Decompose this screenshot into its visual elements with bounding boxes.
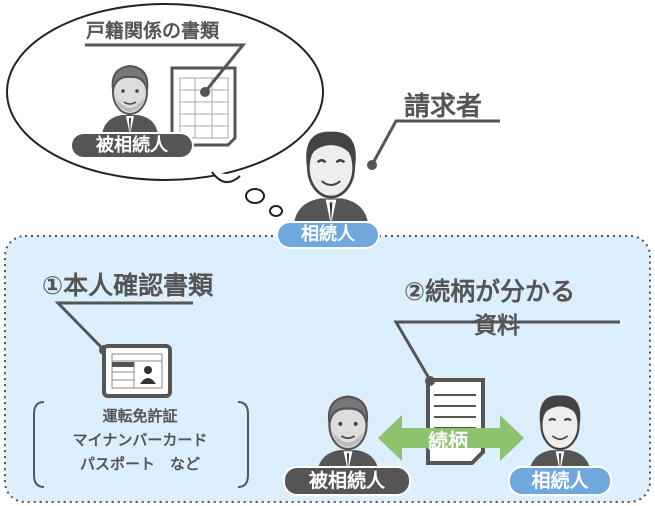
requester-person-icon xyxy=(292,130,370,225)
relation-arrow xyxy=(378,415,524,461)
doc-callout-line xyxy=(85,43,247,93)
id-callout-line xyxy=(54,301,193,352)
example-passport: パスポート など xyxy=(79,455,200,473)
relation-doc-callout-line xyxy=(393,320,620,381)
example-drivers-license: 運転免許証 xyxy=(102,407,178,425)
deceased-label-pill-2: 被相続人 xyxy=(283,466,411,496)
requester-role-pill: 相続人 xyxy=(276,221,380,249)
relation-docs-title-line2: 資料 xyxy=(474,313,520,339)
deceased-label-pill: 被相続人 xyxy=(70,132,194,159)
example-my-number-card: マイナンバーカード xyxy=(72,431,208,449)
id-card-icon xyxy=(102,344,172,398)
id-docs-title: ①本人確認書類 xyxy=(42,271,214,300)
left-bracket xyxy=(33,401,45,488)
requester-callout-line xyxy=(370,119,500,166)
id-doc-examples: 運転免許証 マイナンバーカード パスポート など xyxy=(40,404,240,476)
right-bracket xyxy=(237,401,249,488)
heir-label-pill: 相続人 xyxy=(508,466,612,496)
relation-docs-title-line1: ②続柄が分かる xyxy=(404,277,576,306)
relation-arrow-label: 続柄 xyxy=(428,429,468,453)
family-register-doc-label: 戸籍関係の書類 xyxy=(86,20,220,42)
requester-title: 請求者 xyxy=(404,92,483,122)
